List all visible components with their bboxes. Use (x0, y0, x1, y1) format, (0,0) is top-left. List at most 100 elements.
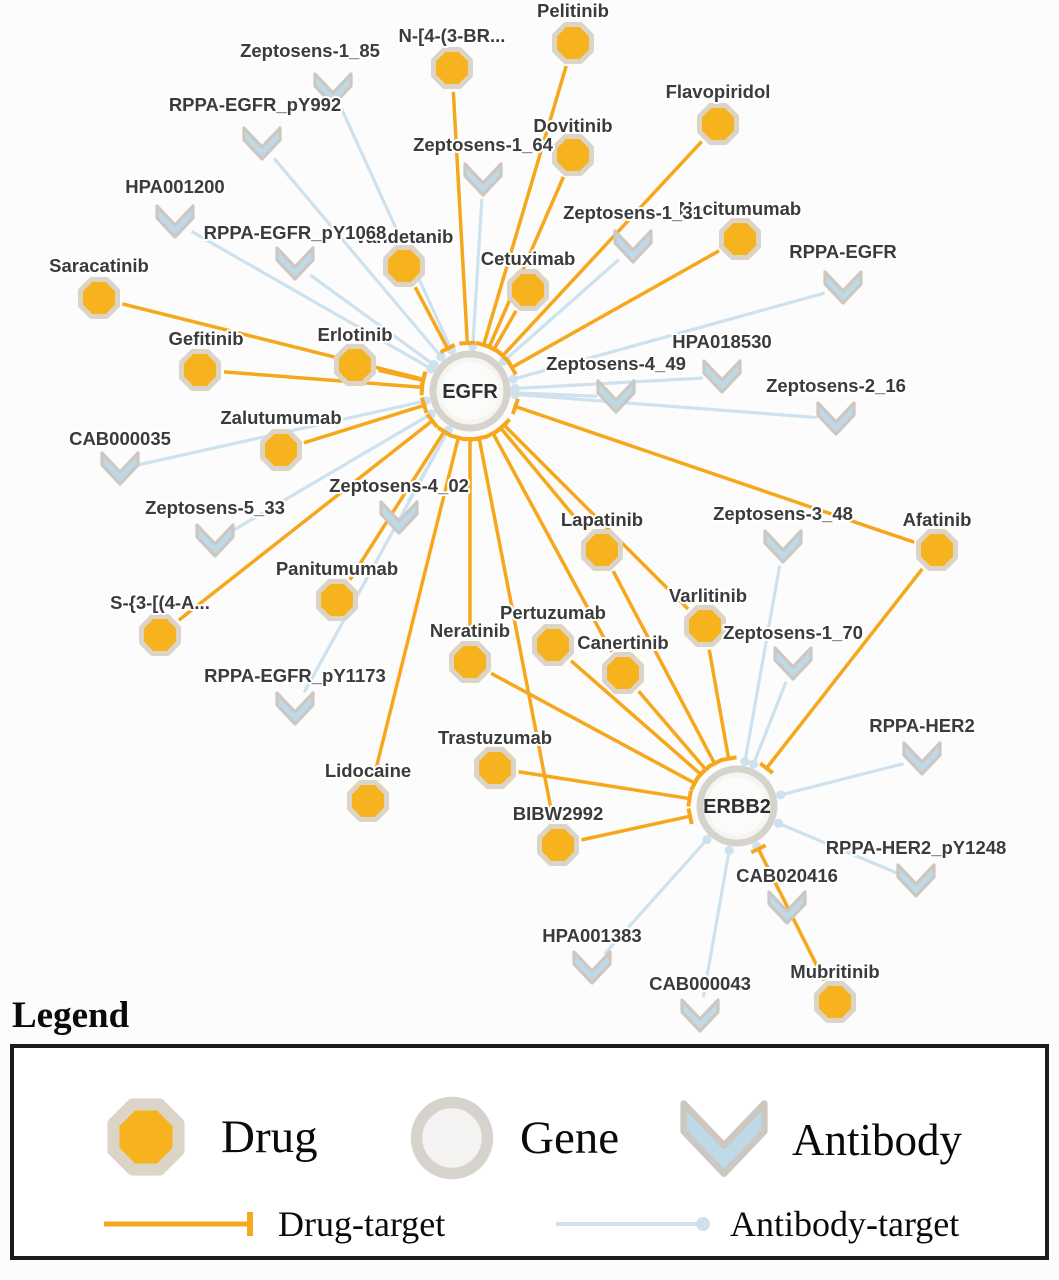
drug-node-flavopiridol[interactable] (697, 103, 739, 145)
node-label: Pelitinib (537, 0, 609, 21)
drug-node-saracatinib[interactable] (78, 277, 120, 319)
node-label: Afatinib (903, 509, 972, 530)
drug-node-canertinib[interactable] (602, 652, 644, 694)
legend-item-drug-target: Drug-target (100, 1198, 445, 1250)
drug-node-varlitinib[interactable] (684, 605, 726, 647)
drug-node-trastuzumab[interactable] (474, 747, 516, 789)
antibody-node-zeptosens-3-48[interactable] (763, 529, 803, 564)
drug-node-pelitinib[interactable] (552, 22, 594, 64)
drug-node-zalutumumab[interactable] (260, 429, 302, 471)
legend-antibody-target-label: Antibody-target (730, 1204, 960, 1244)
edge-drug-target-bibw2992 (470, 434, 556, 822)
legend-drug-label: Drug (221, 1111, 318, 1163)
antibody-node-zeptosens-1-64[interactable] (463, 162, 503, 197)
antibody-node-rppa-egfr-py992[interactable] (242, 126, 282, 161)
node-label: Panitumumab (276, 558, 398, 579)
node-label: Zeptosens-5_33 (145, 497, 285, 518)
antibody-node-rppa-egfr[interactable] (823, 270, 863, 305)
antibody-node-hpa018530[interactable] (702, 359, 742, 394)
node-label: Zalutumumab (220, 407, 341, 428)
node-label: Trastuzumab (438, 727, 552, 748)
antibody-target-edge-icon (556, 1217, 710, 1231)
drug-node-pertuzumab[interactable] (532, 624, 574, 666)
node-label: Gefitinib (168, 328, 243, 349)
drug-node-cetuximab[interactable] (507, 269, 549, 311)
drug-node-lidocaine[interactable] (347, 780, 389, 822)
antibody-node-rppa-egfr-py1068[interactable] (275, 246, 315, 281)
antibody-node-zeptosens-5-33[interactable] (195, 523, 235, 558)
drug-node-vandetanib[interactable] (383, 245, 425, 287)
drug-node-n-4-3-br[interactable] (431, 47, 473, 89)
edge-antibody-target-zeptosens-2-16 (510, 389, 818, 420)
drug-node-lapatinib[interactable] (581, 529, 623, 571)
edge-antibody-target-hpa001383 (603, 834, 712, 955)
drug-target-edge-icon (104, 1212, 253, 1236)
edge-drug-target-zalutumumab (303, 397, 429, 445)
node-label: RPPA-EGFR_pY992 (169, 94, 341, 115)
edge-antibody-target-zeptosens-1-70 (748, 681, 788, 769)
antibody-node-zeptosens-2-16[interactable] (816, 401, 856, 436)
node-label: Zeptosens-4_49 (546, 353, 686, 374)
node-label: Zeptosens-3_48 (713, 503, 853, 524)
drug-node-necitumumab[interactable] (719, 218, 761, 260)
node-label: RPPA-EGFR_pY1068 (204, 222, 387, 243)
drug-node-erlotinib[interactable] (334, 344, 376, 386)
legend-title: Legend (12, 995, 130, 1036)
node-label: HPA001200 (125, 176, 224, 197)
antibody-node-zeptosens-4-49[interactable] (596, 379, 636, 414)
legend-item-gene: Gene (406, 1092, 619, 1184)
node-label: Cetuximab (481, 248, 576, 269)
legend-item-drug: Drug (95, 1085, 318, 1189)
network-graph: EGFRERBB2PelitinibN-[4-(3-BR...Dovitinib… (47, 0, 1008, 1033)
drug-node-s-3-4-a[interactable] (139, 614, 181, 656)
edge-antibody-target-zeptosens-1-64 (468, 198, 484, 351)
node-label: Mubritinib (790, 961, 879, 982)
drug-node-neratinib[interactable] (449, 641, 491, 683)
antibody-node-zeptosens-4-02[interactable] (379, 500, 419, 535)
drug-node-gefitinib[interactable] (179, 349, 221, 391)
gene-label: ERBB2 (703, 796, 771, 818)
legend-antibody-label: Antibody (792, 1115, 963, 1165)
node-label: RPPA-HER2_pY1248 (826, 837, 1007, 858)
antibody-node-zeptosens-1-31[interactable] (613, 229, 653, 264)
drug-node-mubritinib[interactable] (814, 981, 856, 1023)
antibody-node-zeptosens-1-70[interactable] (773, 646, 813, 681)
antibody-node-cab000043[interactable] (680, 998, 720, 1033)
drug-node-dovitinib[interactable] (552, 134, 594, 176)
edge-drug-target-neratinib (462, 437, 478, 638)
gene-node-erbb2[interactable]: ERBB2 (696, 765, 778, 847)
edge-drug-target-necitumumab (506, 249, 720, 376)
node-label: Flavopiridol (666, 81, 771, 102)
edge-antibody-target-rppa-her2-py1248 (773, 818, 900, 876)
node-label: RPPA-EGFR_pY1173 (204, 665, 386, 686)
edge-antibody-target-rppa-her2 (776, 762, 904, 800)
node-label: RPPA-HER2 (869, 715, 975, 736)
drug-node-bibw2992[interactable] (537, 824, 579, 866)
edge-drug-target-s-3-4-a (177, 413, 439, 622)
drug-edge-layer (121, 65, 924, 982)
node-label: Saracatinib (49, 255, 149, 276)
node-label: Zeptosens-1_70 (723, 622, 863, 643)
node-label: HPA018530 (672, 331, 771, 352)
antibody-node-hpa001383[interactable] (572, 950, 612, 985)
antibody-node-rppa-egfr-py1173[interactable] (275, 691, 315, 726)
antibody-node-zeptosens-1-85[interactable] (313, 72, 353, 107)
edge-drug-target-bibw2992 (581, 807, 694, 842)
drug-node-panitumumab[interactable] (316, 579, 358, 621)
node-label: Varlitinib (669, 585, 747, 606)
node-label: S-{3-[(4-A... (110, 592, 210, 613)
antibody-node-rppa-her2[interactable] (902, 741, 942, 776)
drug-node-afatinib[interactable] (916, 529, 958, 571)
antibody-node-cab000035[interactable] (100, 451, 140, 486)
node-label: Necitumumab (679, 198, 801, 219)
legend-gene-label: Gene (520, 1112, 620, 1164)
drug-icon (107, 1098, 185, 1176)
antibody-node-hpa001200[interactable] (155, 204, 195, 239)
edge-drug-target-trastuzumab (518, 769, 693, 807)
node-label: CAB020416 (736, 865, 838, 886)
antibody-node-rppa-her2-py1248[interactable] (896, 863, 936, 898)
antibody-node-cab020416[interactable] (767, 890, 807, 925)
gene-node-egfr[interactable]: EGFR (429, 350, 511, 432)
node-label: HPA001383 (542, 925, 641, 946)
